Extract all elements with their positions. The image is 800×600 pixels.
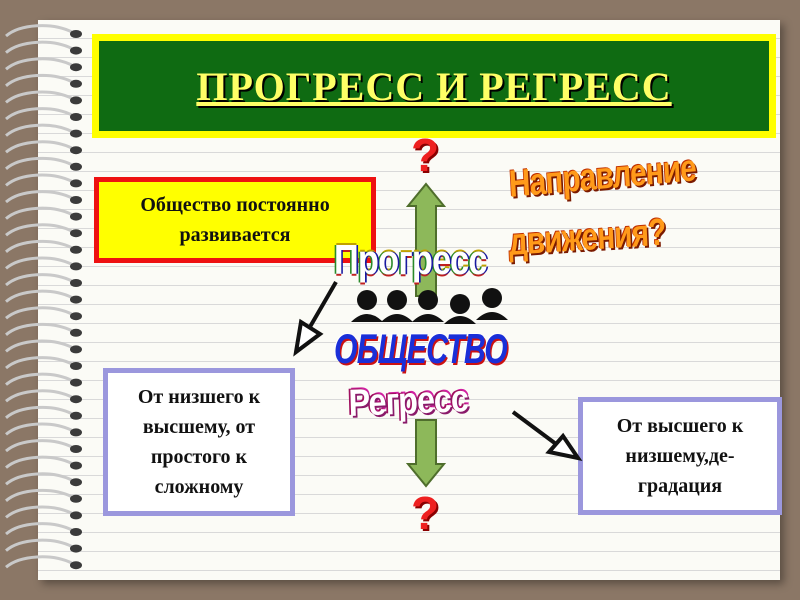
spiral-ring [5, 472, 73, 486]
spiral-ring [5, 522, 73, 536]
progress-line-4: сложному [154, 476, 244, 498]
spiral-ring [5, 40, 73, 54]
spiral-ring [5, 107, 73, 121]
spiral-hole [70, 79, 82, 88]
spiral-ring [5, 455, 73, 469]
spiral-ring [5, 439, 73, 453]
pointer-arrow-icon [511, 410, 583, 461]
spiral-ring [5, 372, 73, 386]
spiral-binding-icon [5, 24, 82, 570]
spiral-ring [5, 405, 73, 420]
spiral-hole [70, 63, 82, 72]
spiral-hole [70, 428, 82, 437]
spiral-hole [70, 162, 82, 171]
regress-line-1: От высшего к [616, 415, 744, 437]
spiral-ring [5, 538, 73, 552]
spiral-hole [70, 196, 82, 204]
spiral-hole [70, 30, 82, 38]
spiral-hole [70, 312, 82, 321]
progress-line-3: простого к [150, 446, 248, 468]
spiral-ring [5, 73, 73, 88]
spiral-ring [5, 322, 73, 337]
statement-line-2: развивается [179, 224, 291, 246]
spiral-ring [5, 555, 73, 569]
society-label: ОБЩЕСТВО [334, 325, 508, 372]
statement-box: Общество постоянно развивается [94, 177, 376, 263]
title-banner: ПРОГРЕСС И РЕГРЕСС [92, 34, 776, 138]
spiral-hole [70, 411, 82, 420]
spiral-ring [5, 488, 73, 503]
spiral-ring [5, 140, 73, 154]
people-silhouettes-icon [351, 288, 508, 324]
spiral-ring [5, 273, 73, 287]
spiral-hole [70, 445, 82, 453]
spiral-ring [5, 239, 73, 254]
spiral-ring [5, 156, 73, 171]
spiral-ring [5, 356, 73, 370]
spiral-hole [70, 528, 82, 536]
spiral-hole [70, 362, 82, 370]
spiral-hole [70, 295, 82, 304]
spiral-hole [70, 328, 82, 337]
spiral-ring [5, 206, 73, 220]
regress-line-2: низшему,де- [625, 445, 735, 467]
spiral-ring [5, 173, 73, 187]
spiral-hole [70, 511, 82, 520]
progress-line-2: высшему, от [142, 416, 256, 438]
page-title: ПРОГРЕСС И РЕГРЕСС [196, 63, 672, 109]
spiral-hole [70, 345, 82, 354]
statement-line-1: Общество постоянно [140, 194, 330, 216]
spiral-hole [70, 378, 82, 387]
regress-line-3: градация [637, 475, 723, 497]
spiral-ring [5, 505, 73, 519]
spiral-hole [70, 113, 82, 121]
down-arrow-icon [405, 419, 447, 488]
spiral-ring [5, 306, 73, 320]
spiral-ring [5, 289, 73, 303]
question-mark-bottom: ? [411, 487, 440, 539]
spiral-hole [70, 179, 82, 188]
spiral-ring [5, 190, 73, 204]
question-mark-top: ? [411, 129, 440, 181]
spiral-hole [70, 395, 82, 404]
progress-definition-box: От низшего к высшему, от простого к слож… [103, 368, 295, 516]
spiral-hole [70, 262, 82, 271]
spiral-hole [70, 46, 82, 55]
spiral-hole [70, 129, 82, 138]
spiral-hole [70, 229, 82, 238]
spiral-ring [5, 223, 73, 237]
spiral-ring [5, 256, 73, 270]
spiral-ring [5, 339, 73, 353]
spiral-ring [5, 24, 73, 38]
spiral-hole [70, 96, 82, 105]
spiral-hole [70, 494, 82, 503]
spiral-ring [5, 123, 73, 137]
spiral-hole [70, 146, 82, 155]
spiral-hole [70, 561, 82, 570]
spiral-ring [5, 422, 73, 436]
spiral-ring [5, 57, 73, 71]
spiral-hole [70, 245, 82, 254]
spiral-hole [70, 478, 82, 487]
progress-label: Прогресс [334, 236, 487, 283]
regress-definition-box: От высшего к низшему,де- градация [578, 397, 782, 515]
progress-line-1: От низшего к [137, 386, 261, 408]
spiral-hole [70, 544, 82, 553]
spiral-hole [70, 461, 82, 470]
spiral-hole [70, 279, 82, 287]
spiral-ring [5, 90, 73, 104]
spiral-ring [5, 389, 73, 403]
regress-label: Регресс [348, 378, 469, 425]
spiral-hole [70, 212, 82, 221]
pointer-arrow-icon [293, 280, 338, 357]
